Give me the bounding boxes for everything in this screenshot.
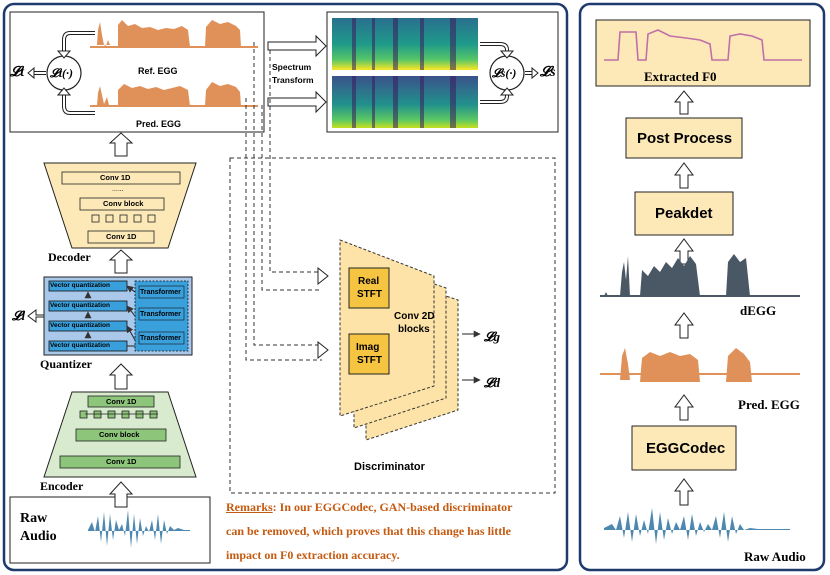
encoder-title: Encoder: [40, 479, 84, 493]
real-stft-label-2: STFT: [357, 289, 382, 300]
discriminator-title: Discriminator: [354, 461, 425, 473]
raw-audio-waveform-icon: [88, 510, 190, 548]
decoder-dots: ......: [112, 186, 124, 193]
conv2d-label-2: blocks: [398, 324, 430, 335]
discriminator-box: [229, 157, 556, 494]
spectrum-transform-label-2: Transform: [272, 75, 314, 85]
encoder-conv1d-bottom: Conv 1D: [106, 457, 137, 466]
extracted-f0-label: Extracted F0: [644, 69, 717, 84]
eggcodec-box: [631, 425, 737, 471]
remarks-line-1: Remarks: In our EGGCodec, GAN-based disc…: [226, 501, 512, 513]
ref-egg-label: Ref. EGG: [138, 66, 178, 76]
imag-stft-label-1: Imag: [356, 342, 380, 353]
quantizer-title: Quantizer: [40, 357, 92, 371]
vq-2: Vector quantization: [50, 302, 110, 309]
lt-function-label: 𝓛t(·): [50, 66, 74, 80]
ref-egg-waveform-icon: [90, 20, 258, 48]
decoder-conv1d-bottom: Conv 1D: [106, 232, 137, 241]
ref-spectrogram-icon: [332, 18, 478, 70]
post-process-label: Post Process: [637, 130, 733, 147]
remarks-line-3: impact on F0 extraction accuracy.: [226, 548, 400, 562]
pred-egg-label: Pred. EGG: [136, 119, 182, 129]
post-process-box: [625, 117, 743, 159]
conv2d-label-1: Conv 2D: [394, 311, 435, 322]
peakdet-label: Peakdet: [655, 205, 713, 222]
vq-3: Vector quantization: [50, 322, 110, 329]
imag-stft-label-2: STFT: [357, 355, 382, 366]
pred-spectrogram-icon: [332, 76, 478, 128]
ls-function-label: 𝓛s(·): [492, 66, 517, 80]
right-pred-egg-waveform-icon: [600, 348, 800, 382]
vq-4: Vector quantization: [50, 342, 110, 349]
right-pred-egg-label: Pred. EGG: [738, 397, 800, 412]
remarks-text-1: : In our EGGCodec, GAN-based discriminat…: [272, 500, 513, 514]
decoder-title: Decoder: [48, 250, 91, 264]
ld-label: 𝓛d: [484, 375, 500, 390]
raw-audio-label-1: Raw: [20, 511, 48, 526]
lt-label: 𝓛t: [10, 65, 25, 80]
pred-egg-waveform-icon: [90, 82, 258, 107]
left-panel-border: [2, 2, 569, 572]
spectrum-transform-label-1: Spectrum: [272, 62, 312, 72]
lg-label: 𝓛g: [484, 329, 500, 344]
extracted-f0-box: [595, 19, 811, 87]
transformer-3: Transformer: [140, 335, 181, 342]
real-stft-box: [348, 267, 390, 309]
right-raw-audio-label: Raw Audio: [744, 549, 806, 564]
right-raw-audio-waveform-icon: [604, 508, 790, 544]
raw-audio-label-2: Audio: [20, 529, 57, 544]
encoder-conv-block: Conv block: [99, 430, 140, 439]
f0-curve-icon: [604, 29, 802, 61]
real-stft-label-1: Real: [358, 276, 380, 287]
vq-1: Vector quantization: [50, 282, 110, 289]
ll-label: 𝓛l: [12, 308, 26, 323]
decoder-conv-block: Conv block: [103, 199, 144, 208]
imag-stft-box: [348, 333, 390, 375]
degg-label: dEGG: [740, 303, 777, 318]
decoder-conv1d-top: Conv 1D: [100, 173, 131, 182]
right-panel-border: [578, 2, 826, 572]
transformer-1: Transformer: [140, 289, 181, 296]
peakdet-box: [634, 191, 734, 236]
ls-label: 𝓛s: [540, 65, 556, 80]
remarks-line-2: can be removed, which proves that this c…: [226, 524, 511, 538]
remarks-label: Remarks: [226, 500, 273, 514]
eggcodec-label: EGGCodec: [646, 440, 726, 457]
spectrum-transform-arrows-icon: [267, 34, 327, 114]
encoder-conv1d-top: Conv 1D: [106, 397, 137, 406]
transformer-2: Transformer: [140, 311, 181, 318]
degg-waveform-icon: [600, 254, 800, 297]
